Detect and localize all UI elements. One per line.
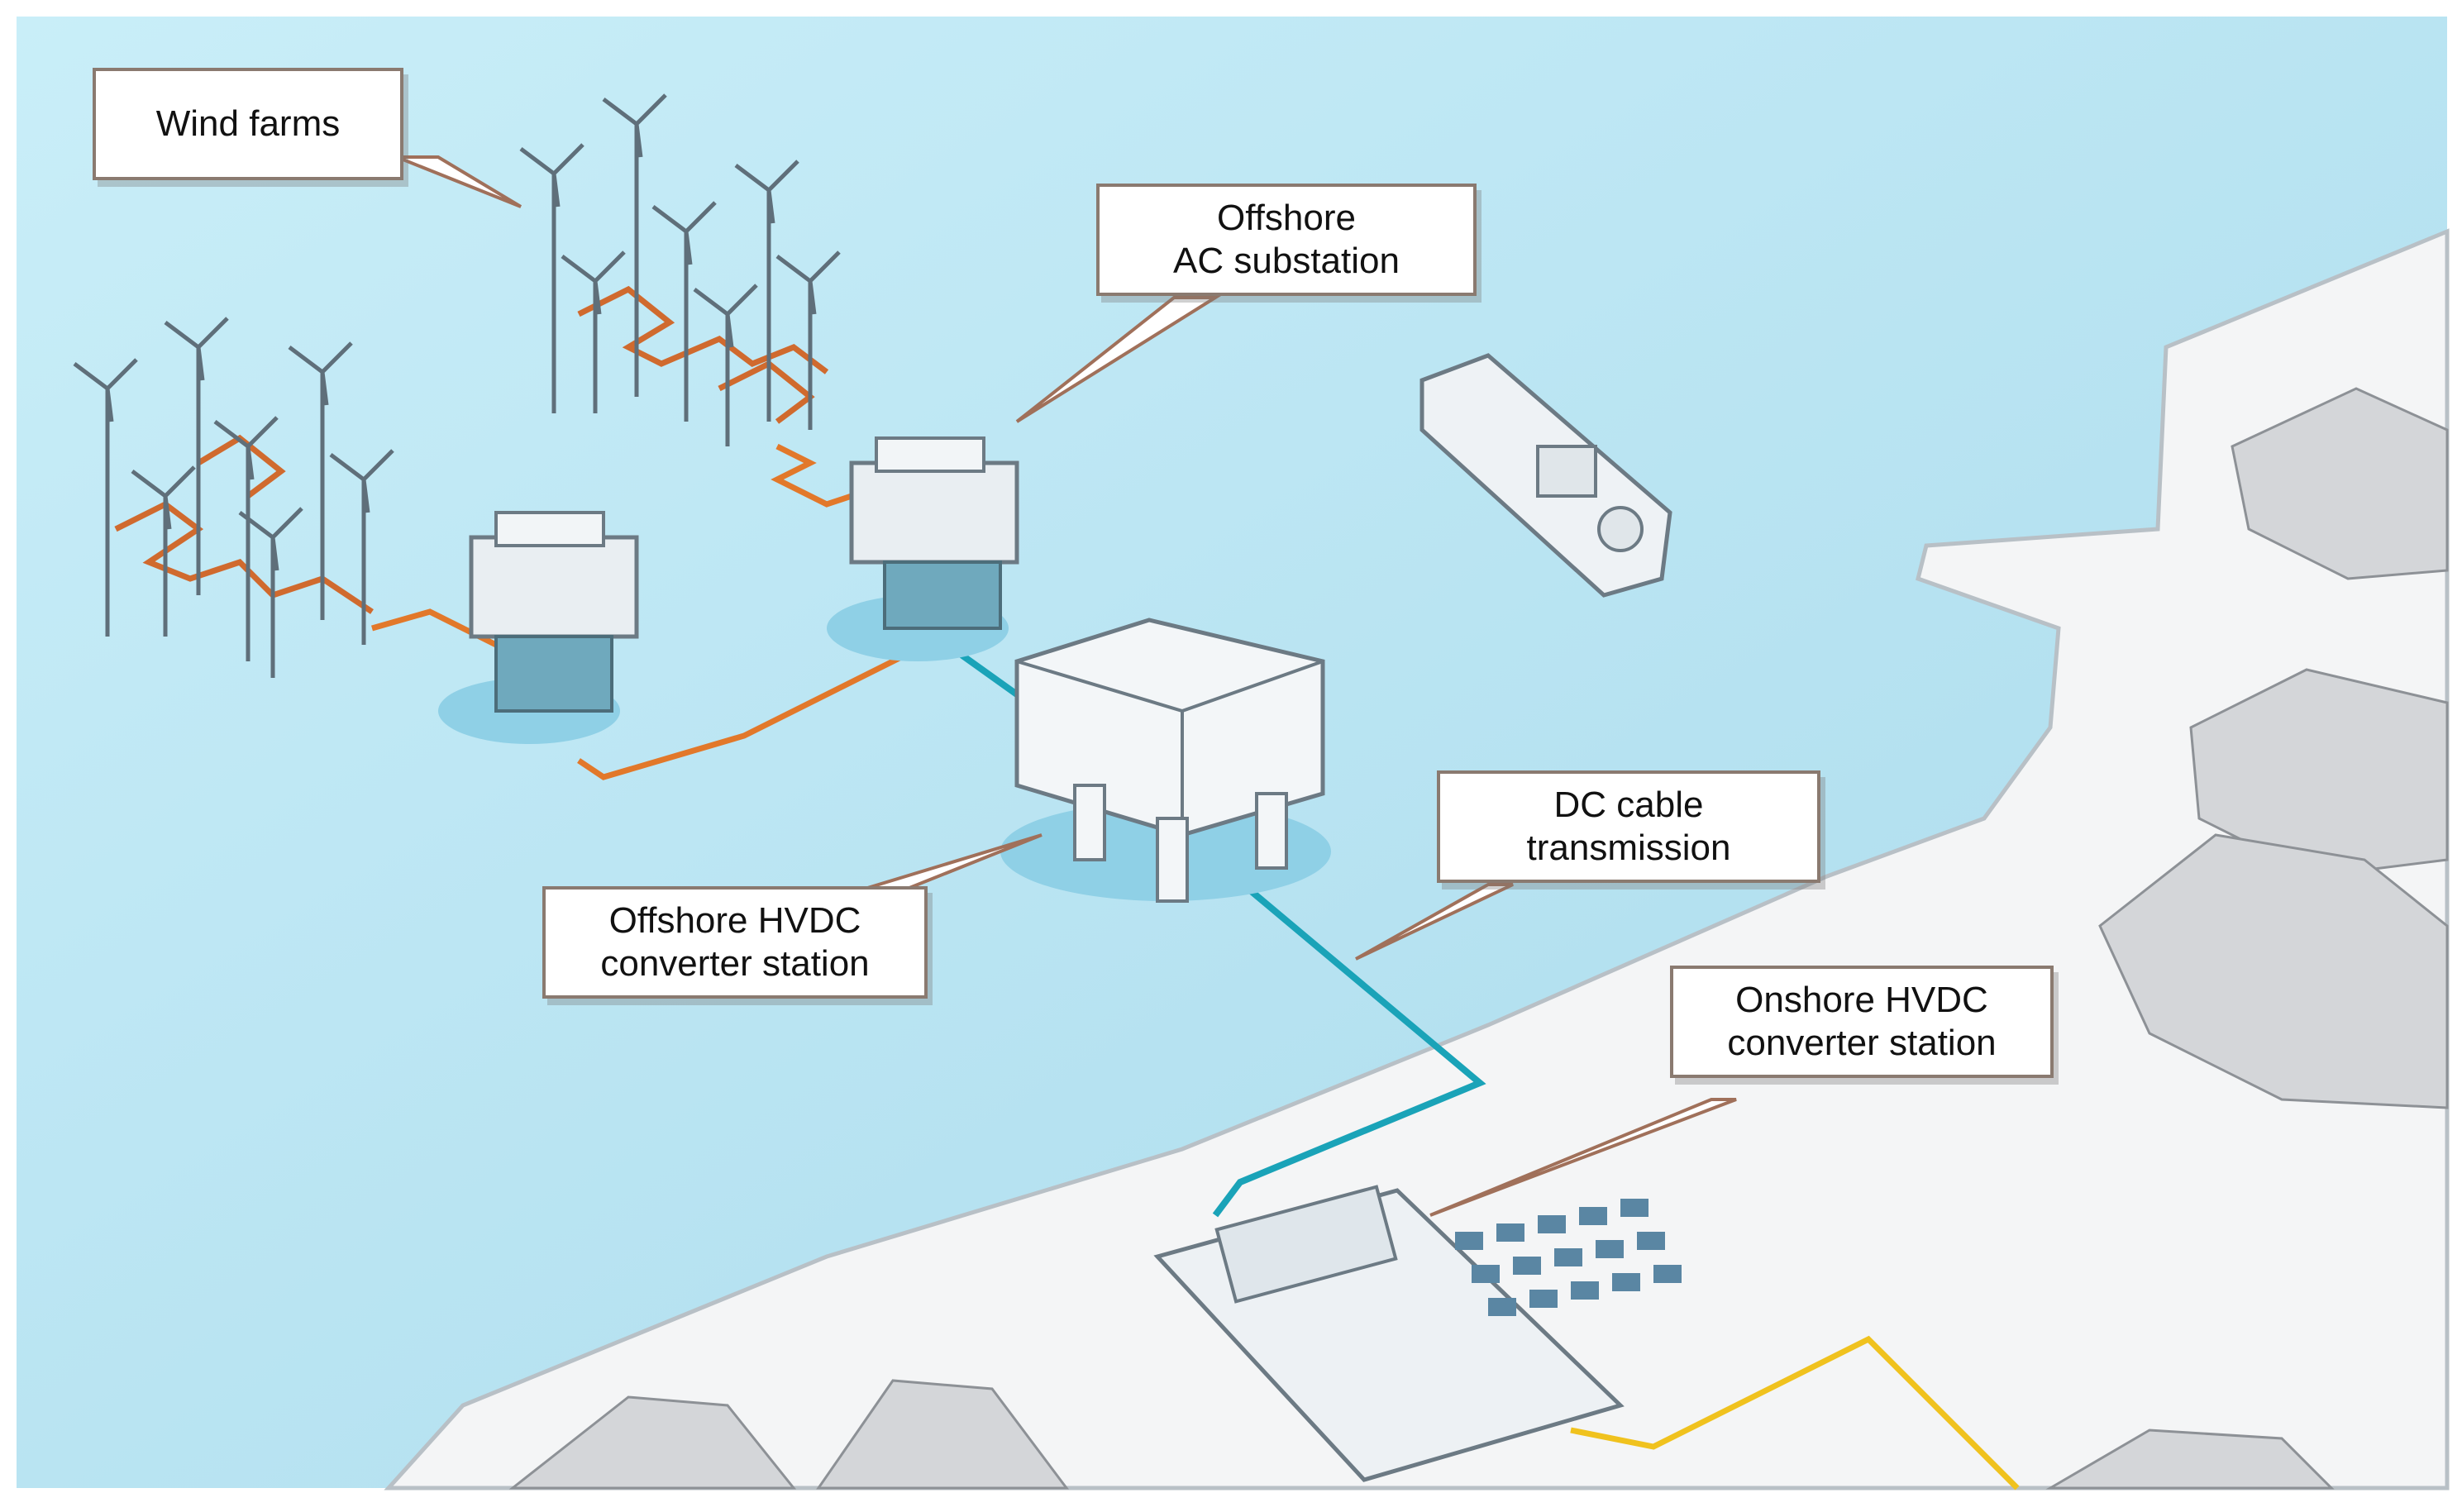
offshore-ac-substation-left — [438, 511, 639, 744]
offshore-ac-substation-right — [827, 436, 1019, 661]
offshore-hvdc-label-line2: converter station — [600, 943, 870, 984]
dc-cable-label-line1: DC cable — [1553, 785, 1704, 825]
dc-cable-line — [957, 650, 1486, 1218]
dc-cable-label: DC cable transmission — [1437, 770, 1820, 883]
wind-farms-label-line1: Wind farms — [155, 103, 341, 144]
dc-cable-label-line2: transmission — [1526, 828, 1731, 868]
offshore-ac-label-line1: Offshore — [1217, 198, 1356, 238]
onshore-hvdc-facility — [1153, 1185, 1682, 1482]
offshore-hvdc-label: Offshore HVDC converter station — [542, 886, 928, 999]
offshore-ac-label-line2: AC substation — [1173, 241, 1400, 281]
array-cables — [114, 285, 829, 614]
hills — [508, 387, 2449, 1490]
offshore-ac-substation-label: Offshore AC substation — [1096, 184, 1477, 296]
onshore-hvdc-label: Onshore HVDC converter station — [1670, 966, 2054, 1078]
onshore-cable-line — [1570, 1335, 2020, 1491]
wind-turbines — [73, 93, 841, 678]
onshore-hvdc-label-line1: Onshore HVDC — [1735, 980, 1988, 1020]
offshore-hvdc-label-line1: Offshore HVDC — [608, 900, 861, 941]
wind-farms-label: Wind farms — [93, 68, 403, 180]
ship — [1419, 353, 1672, 598]
land-area — [384, 228, 2450, 1491]
onshore-hvdc-label-line2: converter station — [1727, 1023, 1997, 1063]
offshore-hvdc-platform — [1000, 618, 1331, 903]
